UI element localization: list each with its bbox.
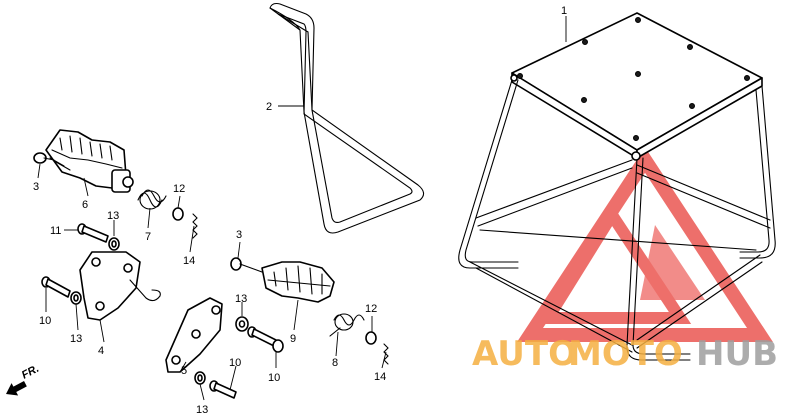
callout-7: 7 bbox=[145, 231, 151, 243]
hardware-upper bbox=[77, 207, 198, 251]
side-bar-part bbox=[269, 2, 425, 234]
callout-9: 9 bbox=[290, 333, 296, 345]
spring-7-part bbox=[137, 189, 167, 210]
footpeg-6-part bbox=[33, 129, 134, 193]
callout-12: 12 bbox=[173, 183, 185, 195]
bracket-4-part bbox=[79, 251, 161, 321]
callout-10: 10 bbox=[39, 315, 51, 327]
callout-11: 11 bbox=[50, 225, 61, 237]
callout-8: 8 bbox=[332, 357, 338, 369]
arrow-icon bbox=[6, 381, 27, 396]
callout-14: 14 bbox=[183, 255, 195, 267]
callout-12: 12 bbox=[365, 303, 377, 315]
watermark-auto: AUTO bbox=[472, 334, 577, 374]
callout-1: 1 bbox=[561, 5, 567, 17]
callout-3: 3 bbox=[33, 181, 39, 193]
callout-numbers: 1 2 3 6 13 7 12 14 11 10 13 4 3 13 9 5 1… bbox=[33, 5, 567, 416]
callout-13: 13 bbox=[107, 210, 119, 222]
callout-10: 10 bbox=[229, 357, 241, 369]
callout-3: 3 bbox=[236, 229, 242, 241]
callout-13: 13 bbox=[235, 293, 247, 305]
hardware-middle bbox=[194, 313, 389, 399]
callout-5: 5 bbox=[181, 365, 187, 377]
watermark-text: AUTO MOTO HUB bbox=[472, 334, 778, 374]
callout-13: 13 bbox=[196, 404, 208, 416]
leader-lines bbox=[37, 16, 567, 401]
fr-label: FR. bbox=[20, 363, 41, 382]
footpeg-9-part bbox=[230, 257, 335, 303]
callout-6: 6 bbox=[82, 199, 88, 211]
callout-2: 2 bbox=[266, 101, 272, 113]
callout-4: 4 bbox=[98, 345, 104, 357]
callout-13: 13 bbox=[70, 333, 82, 345]
front-direction-marker: FR. bbox=[6, 363, 41, 396]
watermark-moto: MOTO bbox=[568, 334, 683, 374]
hardware-lower-left bbox=[41, 276, 82, 305]
callout-14: 14 bbox=[374, 371, 386, 383]
callout-10: 10 bbox=[268, 372, 280, 384]
watermark-hub: HUB bbox=[696, 334, 778, 374]
stand-part bbox=[458, 12, 776, 361]
bracket-5-part bbox=[165, 297, 223, 373]
